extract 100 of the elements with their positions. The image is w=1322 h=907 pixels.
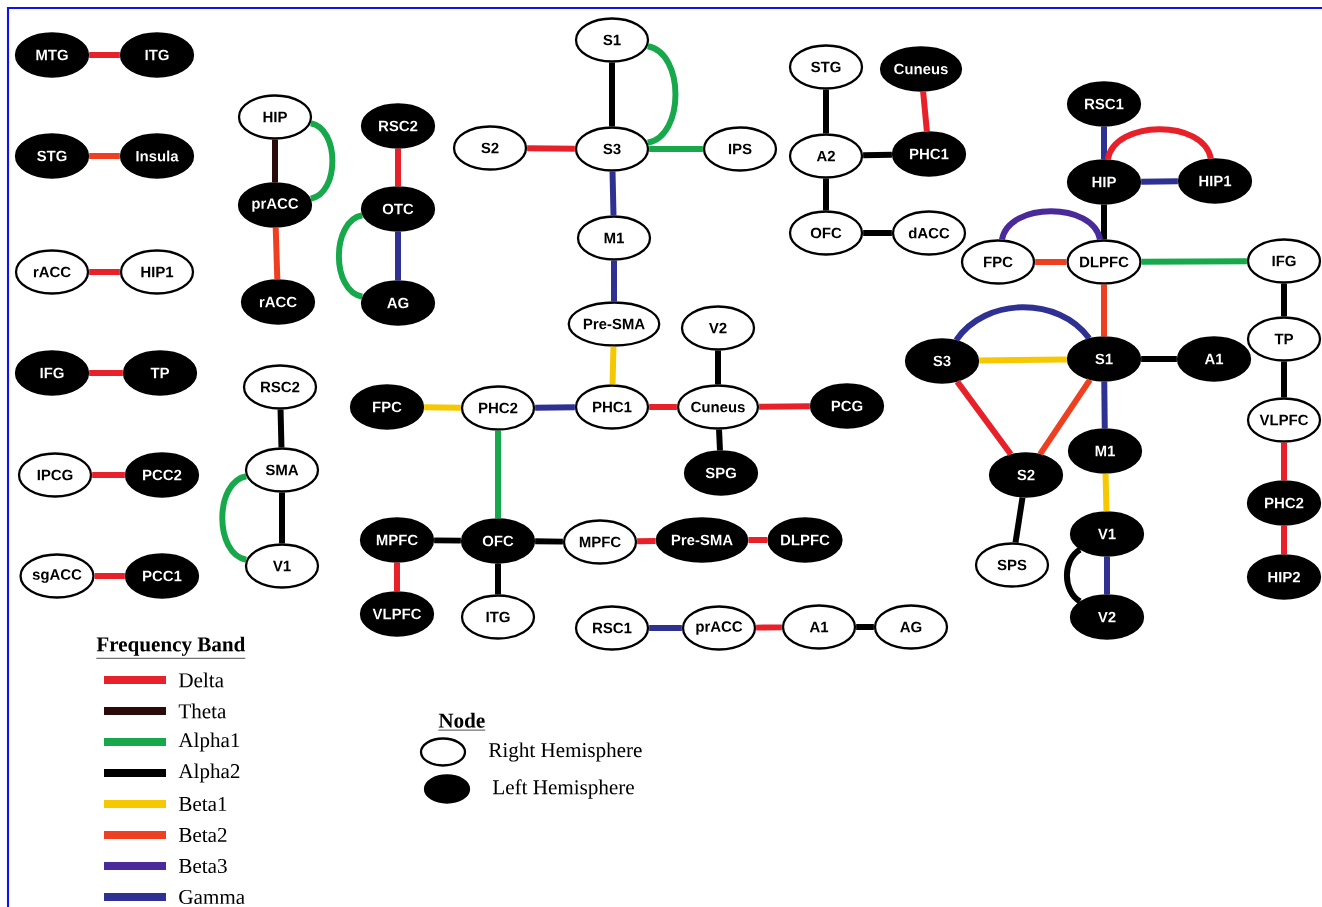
connection-line (92, 472, 125, 478)
brain-region-node: rACC (14, 249, 90, 295)
brain-region-node: PHC1 (574, 384, 650, 430)
connection-line (1101, 381, 1108, 429)
connection-line (748, 537, 768, 543)
connection-line (1037, 378, 1093, 456)
connection-line (1012, 497, 1026, 543)
brain-region-node: PHC2 (460, 385, 536, 431)
connection-line (716, 429, 723, 451)
connection-line (395, 148, 401, 187)
connection-line (1035, 259, 1067, 265)
connection-line (609, 171, 617, 216)
legend-heading: Node (438, 712, 486, 731)
brain-region-node: ITG (460, 594, 536, 640)
legend-heading: Frequency Band (96, 636, 246, 659)
connection-line (434, 537, 461, 544)
connection-line (335, 212, 364, 300)
brain-region-node: IPS (702, 126, 778, 172)
connection-line (953, 304, 1092, 342)
connection-line (535, 538, 563, 545)
legend-label: Gamma (179, 889, 245, 905)
brain-region-node: HIP1 (1177, 158, 1253, 204)
connection-line (89, 370, 123, 376)
legend-label: Left Hemisphere (492, 779, 634, 799)
connection-line (1281, 525, 1287, 555)
brain-region-node: FPC (960, 239, 1036, 285)
connection-line (756, 624, 782, 631)
brain-region-node: PCC1 (124, 553, 200, 599)
connection-line (609, 62, 615, 127)
brain-region-node: VLPFC (1246, 397, 1322, 443)
connection-line (823, 89, 829, 134)
connection-line (1141, 178, 1178, 185)
connection-line (89, 52, 120, 58)
connection-line (920, 91, 930, 132)
connection-line (611, 260, 617, 302)
brain-region-node: A2 (788, 133, 864, 179)
brain-region-node: HIP2 (1246, 554, 1322, 600)
brain-region-node: prACC (237, 182, 313, 228)
brain-region-node: prACC (681, 605, 757, 651)
connection-line (89, 153, 120, 159)
brain-region-node: HIP (237, 94, 313, 140)
legend-label: Beta1 (178, 796, 227, 812)
brain-region-node: TP (122, 350, 198, 396)
connection-line (395, 231, 401, 281)
brain-region-node: Cuneus (676, 384, 760, 430)
connection-line (863, 151, 892, 159)
connection-line (1281, 283, 1287, 317)
connection-line (646, 43, 679, 146)
connection-line (527, 145, 575, 152)
connection-line (637, 537, 656, 545)
brain-region-node: V2 (680, 305, 756, 351)
connection-line (979, 356, 1067, 364)
brain-region-node: OFC (788, 210, 864, 256)
connection-line (1281, 361, 1287, 398)
connection-line (1102, 473, 1110, 512)
brain-region-node: RSC2 (360, 103, 436, 149)
brain-region-node: Pre-SMA (567, 301, 661, 347)
brain-region-node: A1 (781, 604, 857, 650)
brain-region-node: rACC (240, 279, 316, 325)
brain-region-node: RSC1 (574, 605, 650, 651)
connection-line (1141, 356, 1177, 362)
connection-line (609, 346, 617, 385)
brain-region-node: S1 (1066, 336, 1142, 382)
brain-region-node: SMA (244, 447, 320, 493)
brain-region-node: STG (14, 133, 90, 179)
connection-line (272, 139, 278, 183)
brain-region-node: V1 (244, 543, 320, 589)
brain-region-node: MPFC (359, 517, 435, 563)
connection-line (954, 379, 1014, 457)
legend-label: Delta (178, 672, 224, 688)
brain-region-node: PCG (809, 383, 885, 429)
connection-line (649, 404, 677, 410)
legend-label: Theta (178, 703, 227, 719)
connection-line (89, 269, 120, 275)
brain-region-node: M1 (1067, 428, 1143, 474)
connection-line (495, 430, 501, 519)
brain-region-node: IFG (14, 350, 90, 396)
connection-line (277, 409, 285, 448)
brain-region-node: Pre-SMA (655, 517, 749, 563)
brain-region-node: VLPFC (359, 591, 435, 637)
connection-line (279, 492, 285, 544)
connection-line (759, 403, 810, 410)
connection-line (94, 573, 125, 579)
connection-line (1141, 258, 1247, 265)
connection-line (1281, 442, 1287, 481)
brain-region-node: HIP1 (119, 249, 195, 295)
connection-line (856, 624, 874, 630)
legend-label: Beta2 (178, 827, 227, 843)
brain-region-node: S3 (904, 338, 980, 384)
brain-region-node: PHC2 (1246, 480, 1322, 526)
connection-line (823, 178, 829, 211)
brain-region-node: PHC1 (891, 131, 967, 177)
brain-region-node: AG (360, 280, 436, 326)
brain-region-node: S2 (452, 125, 528, 171)
brain-region-node: RSC2 (242, 364, 318, 410)
connection-line (863, 230, 892, 236)
connection-line (649, 625, 682, 631)
connection-line (1101, 204, 1107, 240)
connection-line (535, 404, 575, 411)
brain-region-node: MTG (14, 32, 90, 78)
